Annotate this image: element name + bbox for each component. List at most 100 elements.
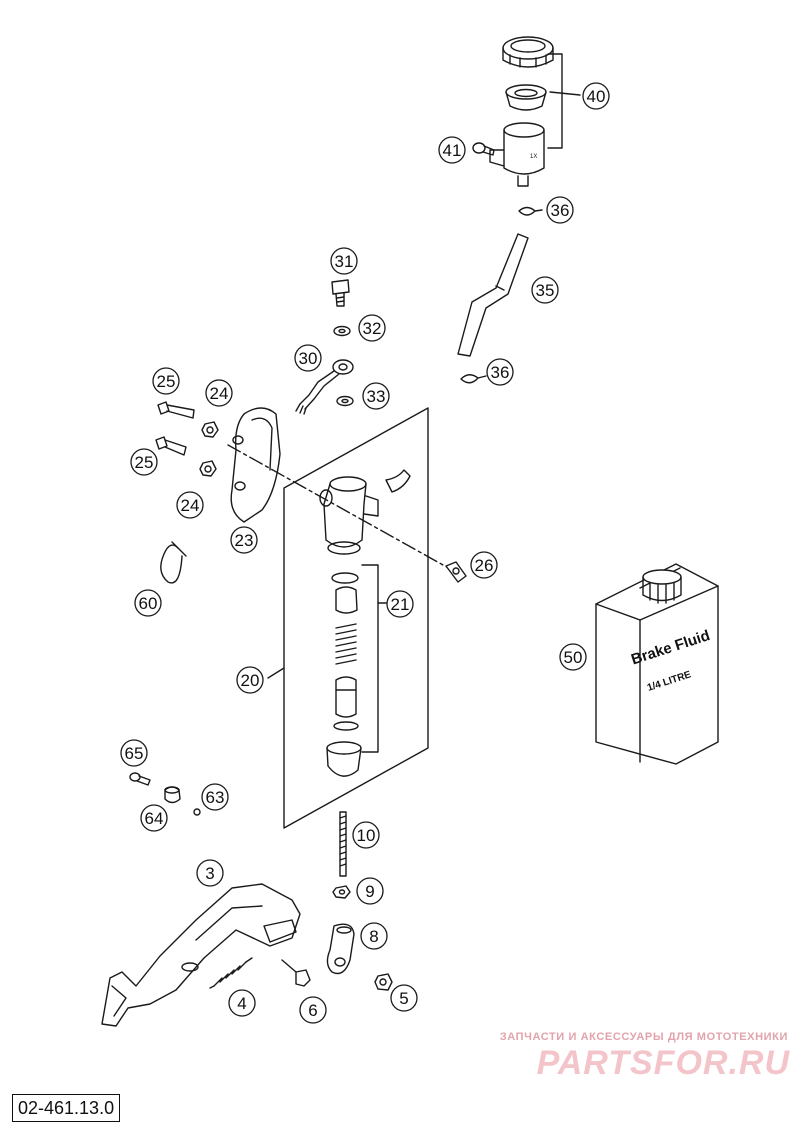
callout-35: 35 (531, 276, 559, 304)
return-spring-lever-part (209, 957, 253, 989)
callout-number: 35 (536, 281, 555, 300)
callout-4: 4 (228, 989, 256, 1017)
callout-number: 32 (363, 319, 382, 338)
lock-nut-part (332, 885, 351, 899)
callout-number: 36 (491, 363, 510, 382)
lever-pivot-bushing-part (281, 959, 311, 987)
lower-sealing-washer-part (336, 395, 354, 407)
piston-sleeve-part (335, 586, 358, 614)
callout-circle (390, 984, 418, 1012)
callout-circle (352, 821, 380, 849)
callout-circle (486, 358, 514, 386)
reservoir-body-part: 1X (489, 122, 545, 187)
callout-number: 33 (367, 387, 386, 406)
clevis-part (326, 923, 355, 975)
callout-number: 31 (335, 252, 354, 271)
callout-number: 4 (237, 994, 246, 1013)
callout-number: 63 (206, 788, 225, 807)
callout-24a: 24 (205, 379, 233, 407)
callout-number: 50 (564, 648, 583, 667)
callout-32: 32 (358, 314, 386, 342)
callout-30: 30 (294, 344, 322, 372)
callout-24b: 24 (176, 491, 204, 519)
callout-8: 8 (360, 922, 388, 950)
pivot-screw-part (129, 772, 151, 786)
callout-circle (140, 804, 168, 832)
callout-20: 20 (236, 666, 264, 694)
callout-number: 5 (399, 989, 408, 1008)
callout-9: 9 (356, 877, 384, 905)
callout-63: 63 (201, 783, 229, 811)
upper-sealing-washer-part (333, 325, 351, 337)
callout-50: 50 (559, 643, 587, 671)
callout-25b: 25 (130, 448, 158, 476)
cylinder-guard-part (230, 407, 281, 523)
callout-number: 24 (210, 384, 229, 403)
piston-kit-bracket (361, 564, 387, 753)
callout-25a: 25 (152, 367, 180, 395)
callout-number: 26 (475, 556, 494, 575)
callout-26: 26 (470, 551, 498, 579)
callout-circle (531, 276, 559, 304)
assembly-centerline (227, 444, 453, 571)
watermark-tagline: ЗАПЧАСТИ И АКСЕССУАРЫ ДЛЯ МОТОТЕХНИКИ (499, 1031, 788, 1043)
upper-mounting-nut-part (201, 421, 219, 438)
callout-circle (360, 922, 388, 950)
small-washer-part (193, 808, 201, 816)
callout-65: 65 (120, 739, 148, 767)
callout-40: 40 (582, 82, 610, 110)
lower-mounting-nut-part (199, 460, 217, 477)
upper-hose-clamp-part (518, 206, 543, 216)
callout-64: 64 (140, 804, 168, 832)
callout-number: 25 (135, 453, 154, 472)
callout-circle (230, 526, 258, 554)
dust-boot-part (326, 741, 362, 777)
reservoir-group-bracket (547, 53, 581, 149)
callout-circle (559, 643, 587, 671)
callout-circle (330, 247, 358, 275)
bushing-part (164, 786, 181, 804)
svg-text:1X: 1X (530, 154, 537, 160)
callout-circle (299, 996, 327, 1024)
reservoir-cap-part (502, 36, 554, 68)
callout-5: 5 (390, 984, 418, 1012)
callout-number: 24 (181, 496, 200, 515)
callout-number: 3 (205, 864, 214, 883)
foot-brake-lever-part (101, 883, 301, 1027)
callout-circle (196, 859, 224, 887)
callout-number: 40 (587, 87, 606, 106)
callout-23: 23 (230, 526, 258, 554)
callout-circle (134, 589, 162, 617)
callout-36b: 36 (486, 358, 514, 386)
callout-circle (470, 551, 498, 579)
callout-circle (152, 367, 180, 395)
callout-number: 30 (299, 349, 318, 368)
reservoir-diaphragm-part (505, 84, 547, 111)
mounting-clip-part (445, 561, 467, 583)
callout-number: 64 (145, 809, 164, 828)
lower-hose-clamp-part (460, 374, 487, 384)
banjo-bolt-part (331, 279, 350, 307)
circlip-part (333, 721, 359, 731)
banjo-fitting-part (295, 359, 354, 415)
callout-3: 3 (196, 859, 224, 887)
o-ring-part (331, 572, 359, 584)
callout-number: 6 (308, 1001, 317, 1020)
callout-41: 41 (438, 136, 466, 164)
callout-number: 36 (551, 201, 570, 220)
callout-number: 65 (125, 744, 144, 763)
callout-36a: 36 (546, 196, 574, 224)
callout-circle (386, 590, 414, 618)
callout-10: 10 (352, 821, 380, 849)
brake-fluid-bottle-part (595, 563, 719, 765)
callout-circle (130, 448, 158, 476)
callout-circle (236, 666, 264, 694)
callout-circle (438, 136, 466, 164)
lower-mounting-bolt-part (155, 436, 187, 456)
callout-21: 21 (386, 590, 414, 618)
callout-circle (205, 379, 233, 407)
callout-number: 20 (241, 671, 260, 690)
master-cylinder-box (283, 407, 429, 829)
